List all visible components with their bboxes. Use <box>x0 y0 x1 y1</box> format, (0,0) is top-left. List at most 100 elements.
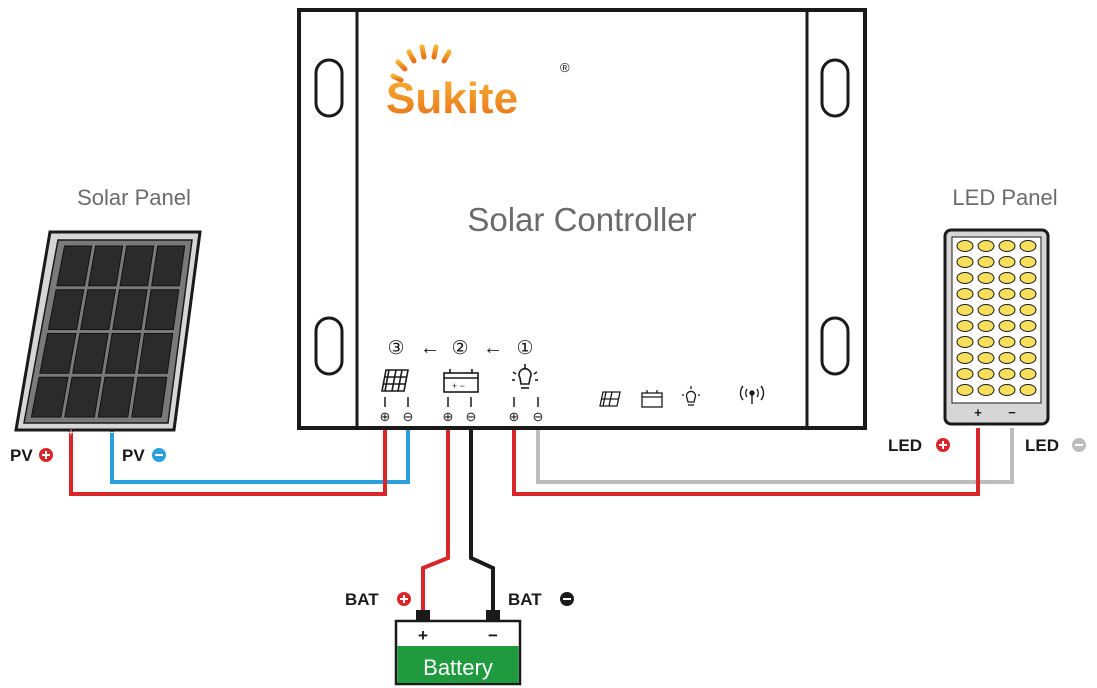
battery-positive-post <box>416 610 430 622</box>
led-chip <box>1019 288 1037 300</box>
led-chip <box>998 256 1016 268</box>
solar-cell <box>151 245 186 287</box>
mounting-slot <box>820 316 850 376</box>
led-chip <box>1019 336 1037 348</box>
led-chip <box>977 288 995 300</box>
led-minus-mark: − <box>1008 405 1016 420</box>
led-chip <box>977 352 995 364</box>
led-plus-terminal: ⊕ <box>509 409 520 424</box>
solar-cell <box>144 289 180 330</box>
led-chip <box>956 320 974 332</box>
solar-cell <box>64 376 102 418</box>
led-chip <box>1019 384 1037 396</box>
led-panel: LED Panel + − <box>943 185 1058 426</box>
pv-minus-terminal: ⊖ <box>403 409 414 424</box>
solar-plus-mark: + <box>68 427 74 439</box>
svg-text:+ −: + − <box>452 381 465 391</box>
led-positive-label: LED <box>888 436 922 455</box>
controller-body <box>297 8 867 430</box>
step-3-label: ③ <box>387 338 404 359</box>
solar-cell <box>56 245 93 287</box>
wireless-status-icon <box>739 385 765 404</box>
led-chip <box>977 240 995 252</box>
mounting-slot <box>314 58 344 118</box>
led-chip <box>1019 256 1037 268</box>
led-chip <box>998 336 1016 348</box>
led-chip <box>956 256 974 268</box>
led-chip <box>956 384 974 396</box>
led-chip <box>956 368 974 380</box>
pv-positive-label: PV <box>10 446 33 465</box>
pv-negative-label: PV <box>122 446 145 465</box>
led-chip <box>1019 368 1037 380</box>
positive-marker-icon <box>397 592 411 606</box>
led-plus-mark: + <box>974 405 982 420</box>
led-chip <box>977 320 995 332</box>
led-chip <box>956 304 974 316</box>
solar-cell <box>131 376 168 418</box>
solar-cell <box>119 245 155 287</box>
pv-positive-wire <box>69 428 387 496</box>
led-chip <box>998 320 1016 332</box>
bat-plus-terminal: ⊕ <box>443 409 454 424</box>
brand-logo: Sukite <box>386 74 518 123</box>
battery-minus-mark: − <box>488 626 498 645</box>
mounting-slot <box>314 316 344 376</box>
led-chip <box>977 272 995 284</box>
bat-minus-terminal: ⊖ <box>466 409 477 424</box>
bat-negative-label: BAT <box>508 590 542 609</box>
step-1-label: ① <box>516 338 533 359</box>
battery-status-icon <box>641 390 663 408</box>
led-panel-title: LED Panel <box>952 185 1057 210</box>
battery-label: Battery <box>423 655 493 680</box>
led-chip <box>998 304 1016 316</box>
solar-panel: Solar Panel + − <box>14 185 202 439</box>
led-chip <box>1019 240 1037 252</box>
pv-negative-wire <box>110 428 410 484</box>
battery-plus-mark: + <box>418 626 428 645</box>
led-chip <box>998 352 1016 364</box>
led-chip <box>956 272 974 284</box>
led-chip <box>1019 272 1037 284</box>
solar-cell <box>80 289 117 330</box>
solar-cell <box>39 333 77 374</box>
step-2-label: ② <box>451 338 468 359</box>
solar-minus-mark: − <box>109 427 115 439</box>
bat-positive-label: BAT <box>345 590 379 609</box>
controller-title: Solar Controller <box>467 201 696 238</box>
led-positive-wire <box>512 428 980 496</box>
led-chip <box>956 336 974 348</box>
battery: + − Battery <box>394 610 522 686</box>
led-minus-terminal: ⊖ <box>533 409 544 424</box>
mounting-slot <box>820 58 850 118</box>
solar-cell <box>112 289 148 330</box>
led-chip <box>998 368 1016 380</box>
bulb-terminal-icon <box>512 364 538 389</box>
led-chip <box>998 288 1016 300</box>
step-arrow: ← <box>483 337 503 359</box>
pv-plus-terminal: ⊕ <box>380 409 391 424</box>
led-chip <box>998 272 1016 284</box>
led-array <box>956 240 1037 396</box>
solar-cell <box>47 289 85 330</box>
solar-controller: Sukite ® Solar Controller ③ ← ② ← ① + − <box>297 8 867 430</box>
led-chip <box>1019 304 1037 316</box>
battery-negative-post <box>486 610 500 622</box>
led-negative-label: LED <box>1025 436 1059 455</box>
solar-cell <box>30 376 69 418</box>
solar-panel-title: Solar Panel <box>77 185 191 210</box>
led-chip <box>977 368 995 380</box>
led-chip <box>977 304 995 316</box>
wires <box>69 428 1014 610</box>
led-chip <box>1019 320 1037 332</box>
led-chip <box>977 256 995 268</box>
solar-cell <box>137 333 174 374</box>
negative-marker-icon <box>1072 438 1086 452</box>
led-chip <box>1019 352 1037 364</box>
solar-terminal-icon <box>381 369 409 392</box>
step-arrow: ← <box>420 337 440 359</box>
negative-marker-icon <box>152 448 166 462</box>
registered-mark: ® <box>560 60 570 75</box>
solar-status-icon <box>599 391 621 407</box>
